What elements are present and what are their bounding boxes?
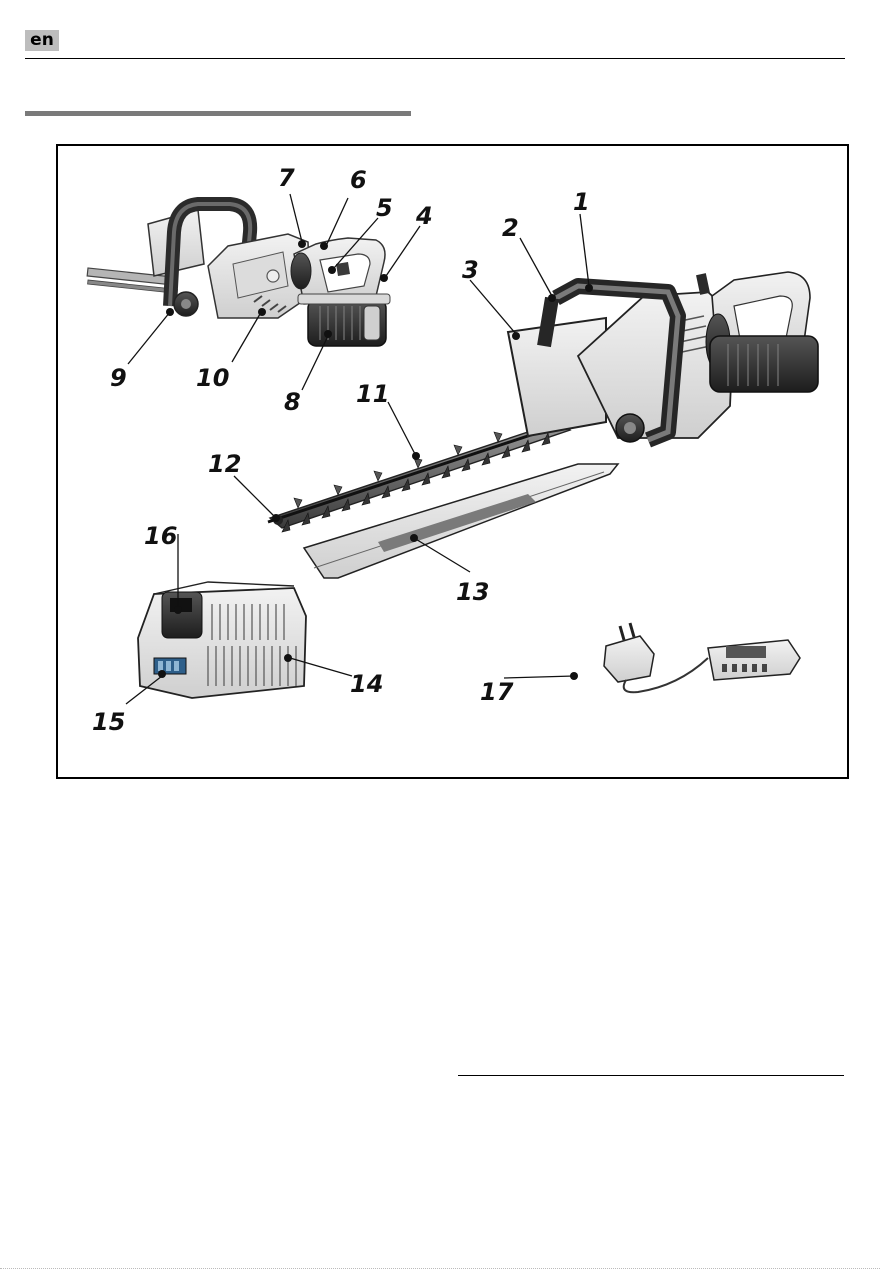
- blade-cover: [304, 464, 618, 578]
- trimmer-rear-view: [87, 204, 390, 346]
- callout-13: 13: [456, 578, 489, 606]
- callout-6: 6: [350, 166, 367, 194]
- callout-9: 9: [110, 364, 127, 392]
- callout-4: 4: [415, 202, 433, 230]
- power-adapter: [604, 623, 800, 692]
- section-heading-bar: [25, 111, 411, 116]
- callout-10: 10: [196, 364, 229, 392]
- product-illustration: 1 2 3 4 5 6 7 8 9 10 11 12 13 14 15 16 1…: [58, 146, 847, 777]
- callout-1: 1: [573, 188, 590, 216]
- header-rule: [25, 58, 845, 59]
- battery-charger: [138, 582, 306, 698]
- page-bottom-edge: [0, 1268, 880, 1270]
- callout-11: 11: [356, 380, 389, 408]
- callout-7: 7: [278, 164, 295, 192]
- footnote-rule: [458, 1075, 844, 1076]
- callout-17: 17: [480, 678, 514, 706]
- callout-14: 14: [350, 670, 383, 698]
- callout-15: 15: [92, 708, 125, 736]
- language-badge: en: [25, 30, 59, 51]
- callout-8: 8: [284, 388, 301, 416]
- callout-3: 3: [462, 256, 479, 284]
- callout-5: 5: [376, 194, 393, 222]
- product-overview-figure: 1 2 3 4 5 6 7 8 9 10 11 12 13 14 15 16 1…: [56, 144, 849, 779]
- callout-16: 16: [144, 522, 177, 550]
- callout-2: 2: [502, 214, 519, 242]
- callout-12: 12: [208, 450, 241, 478]
